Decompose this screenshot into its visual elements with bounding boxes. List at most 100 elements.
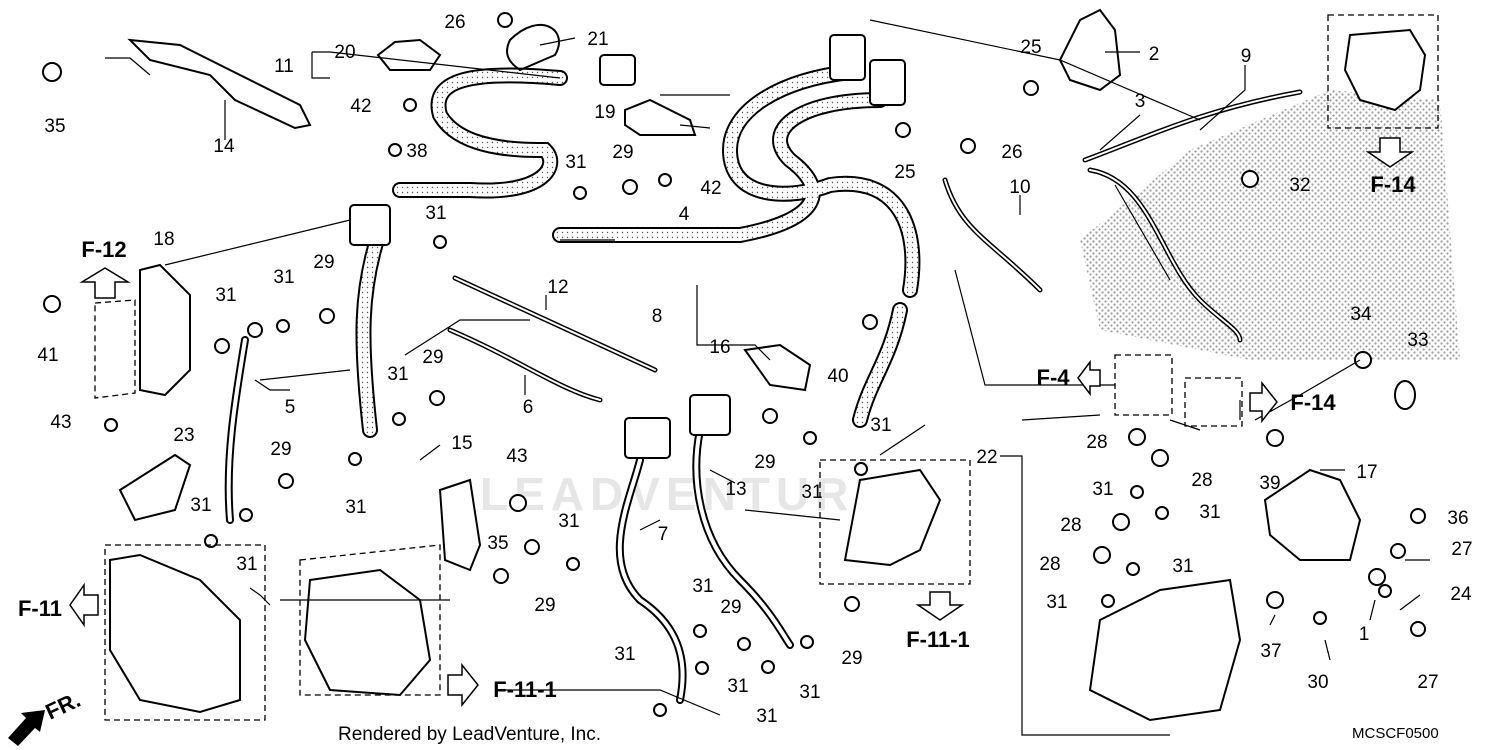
callout-25a[interactable]: 25 <box>1020 37 1041 58</box>
arrow-down-f14b <box>1365 137 1415 168</box>
callout-41[interactable]: 41 <box>37 345 58 366</box>
callout-37[interactable]: 37 <box>1260 641 1281 662</box>
callout-29e[interactable]: 29 <box>534 595 555 616</box>
callout-26b[interactable]: 26 <box>1001 142 1022 163</box>
callout-31k[interactable]: 31 <box>614 644 635 665</box>
callout-31n[interactable]: 31 <box>799 682 820 703</box>
callout-22[interactable]: 22 <box>976 447 997 468</box>
callout-21[interactable]: 21 <box>587 29 608 50</box>
leader-lines <box>105 19 1430 736</box>
ref-f4[interactable]: F-4 <box>1037 365 1071 390</box>
callout-13[interactable]: 13 <box>725 479 746 500</box>
callout-16[interactable]: 16 <box>709 337 730 358</box>
callout-5[interactable]: 5 <box>285 397 296 418</box>
arrow-right-f11-1a <box>447 662 479 708</box>
callout-29a[interactable]: 29 <box>612 142 633 163</box>
callout-35b[interactable]: 35 <box>487 533 508 554</box>
caliper-center <box>303 568 432 697</box>
callout-8[interactable]: 8 <box>652 306 663 327</box>
callout-31d[interactable]: 31 <box>273 267 294 288</box>
callout-31j[interactable]: 31 <box>692 576 713 597</box>
callout-18[interactable]: 18 <box>153 229 174 250</box>
callout-40[interactable]: 40 <box>827 366 848 387</box>
callout-42a[interactable]: 42 <box>350 96 371 117</box>
callout-29f[interactable]: 29 <box>720 597 741 618</box>
callout-43b[interactable]: 43 <box>506 446 527 467</box>
ref-f11[interactable]: F-11 <box>18 596 62 621</box>
bracket-17 <box>1263 468 1362 561</box>
callout-29d[interactable]: 29 <box>270 439 291 460</box>
callout-7[interactable]: 7 <box>658 524 669 545</box>
callout-32[interactable]: 32 <box>1289 175 1310 196</box>
callout-31a[interactable]: 31 <box>565 152 586 173</box>
callout-17[interactable]: 17 <box>1356 462 1377 483</box>
callout-23[interactable]: 23 <box>173 425 194 446</box>
callout-29h[interactable]: 29 <box>754 452 775 473</box>
callout-31t[interactable]: 31 <box>1046 592 1067 613</box>
callout-38[interactable]: 38 <box>406 141 427 162</box>
callout-10[interactable]: 10 <box>1009 177 1030 198</box>
callout-30[interactable]: 30 <box>1307 672 1328 693</box>
ref-f12[interactable]: F-12 <box>81 237 126 262</box>
callout-31r[interactable]: 31 <box>1199 502 1220 523</box>
callout-27b[interactable]: 27 <box>1417 672 1438 693</box>
callout-31e[interactable]: 31 <box>387 364 408 385</box>
callout-27a[interactable]: 27 <box>1451 539 1472 560</box>
callout-31l[interactable]: 31 <box>727 676 748 697</box>
callout-31o[interactable]: 31 <box>801 482 822 503</box>
callout-14[interactable]: 14 <box>213 136 235 157</box>
callout-31q[interactable]: 31 <box>1092 479 1113 500</box>
ref-f11-1a[interactable]: F-11-1 <box>493 677 557 702</box>
callout-33[interactable]: 33 <box>1407 330 1428 351</box>
callout-42b[interactable]: 42 <box>700 178 721 199</box>
clip-33 <box>1394 380 1416 410</box>
callout-28d[interactable]: 28 <box>1039 554 1060 575</box>
callout-28b[interactable]: 28 <box>1191 470 1212 491</box>
callout-15[interactable]: 15 <box>451 433 472 454</box>
callout-31g[interactable]: 31 <box>190 495 211 516</box>
callout-20[interactable]: 20 <box>334 42 355 63</box>
callout-26a[interactable]: 26 <box>444 12 465 33</box>
callout-28c[interactable]: 28 <box>1060 515 1081 536</box>
joint-upper-a <box>829 34 866 81</box>
callout-2[interactable]: 2 <box>1149 44 1160 65</box>
callout-19[interactable]: 19 <box>594 102 615 123</box>
callout-3[interactable]: 3 <box>1135 91 1146 112</box>
ref-f14b[interactable]: F-14 <box>1370 172 1416 197</box>
callout-4[interactable]: 4 <box>679 204 690 225</box>
callout-31m[interactable]: 31 <box>756 706 777 727</box>
callout-35a[interactable]: 35 <box>44 116 65 137</box>
fr-label: FR. <box>42 687 85 725</box>
callout-39[interactable]: 39 <box>1259 473 1280 494</box>
callout-31f[interactable]: 31 <box>345 497 366 518</box>
callout-31i[interactable]: 31 <box>558 511 579 532</box>
ref-f11-1b[interactable]: F-11-1 <box>906 627 970 652</box>
reference-labels: F-12 F-11 F-11-1 F-11-1 F-4 F-14 F-14 <box>18 172 1416 702</box>
callout-25b[interactable]: 25 <box>894 162 915 183</box>
shaded-region <box>1080 90 1460 360</box>
callout-43a[interactable]: 43 <box>50 412 71 433</box>
callout-31p[interactable]: 31 <box>870 415 891 436</box>
callout-31c[interactable]: 31 <box>215 285 236 306</box>
brake-hoses <box>224 64 1303 704</box>
bracket-14 <box>127 38 312 130</box>
callout-29c[interactable]: 29 <box>422 347 443 368</box>
callout-6[interactable]: 6 <box>523 397 534 418</box>
callout-31b[interactable]: 31 <box>425 203 446 224</box>
callout-11[interactable]: 11 <box>274 56 294 77</box>
callout-31s[interactable]: 31 <box>1172 556 1193 577</box>
callout-29g[interactable]: 29 <box>841 648 862 669</box>
front-direction-arrow: FR. <box>8 687 84 746</box>
bracket-15 <box>438 478 482 572</box>
callout-24[interactable]: 24 <box>1450 584 1472 605</box>
callout-28a[interactable]: 28 <box>1086 432 1107 453</box>
callout-34[interactable]: 34 <box>1350 304 1372 325</box>
callout-9[interactable]: 9 <box>1241 46 1252 67</box>
callout-29b[interactable]: 29 <box>313 252 334 273</box>
callout-36[interactable]: 36 <box>1447 508 1468 529</box>
callout-31h[interactable]: 31 <box>236 554 257 575</box>
callout-1[interactable]: 1 <box>1359 624 1370 645</box>
ref-f14a[interactable]: F-14 <box>1290 390 1336 415</box>
callout-12[interactable]: 12 <box>547 277 568 298</box>
